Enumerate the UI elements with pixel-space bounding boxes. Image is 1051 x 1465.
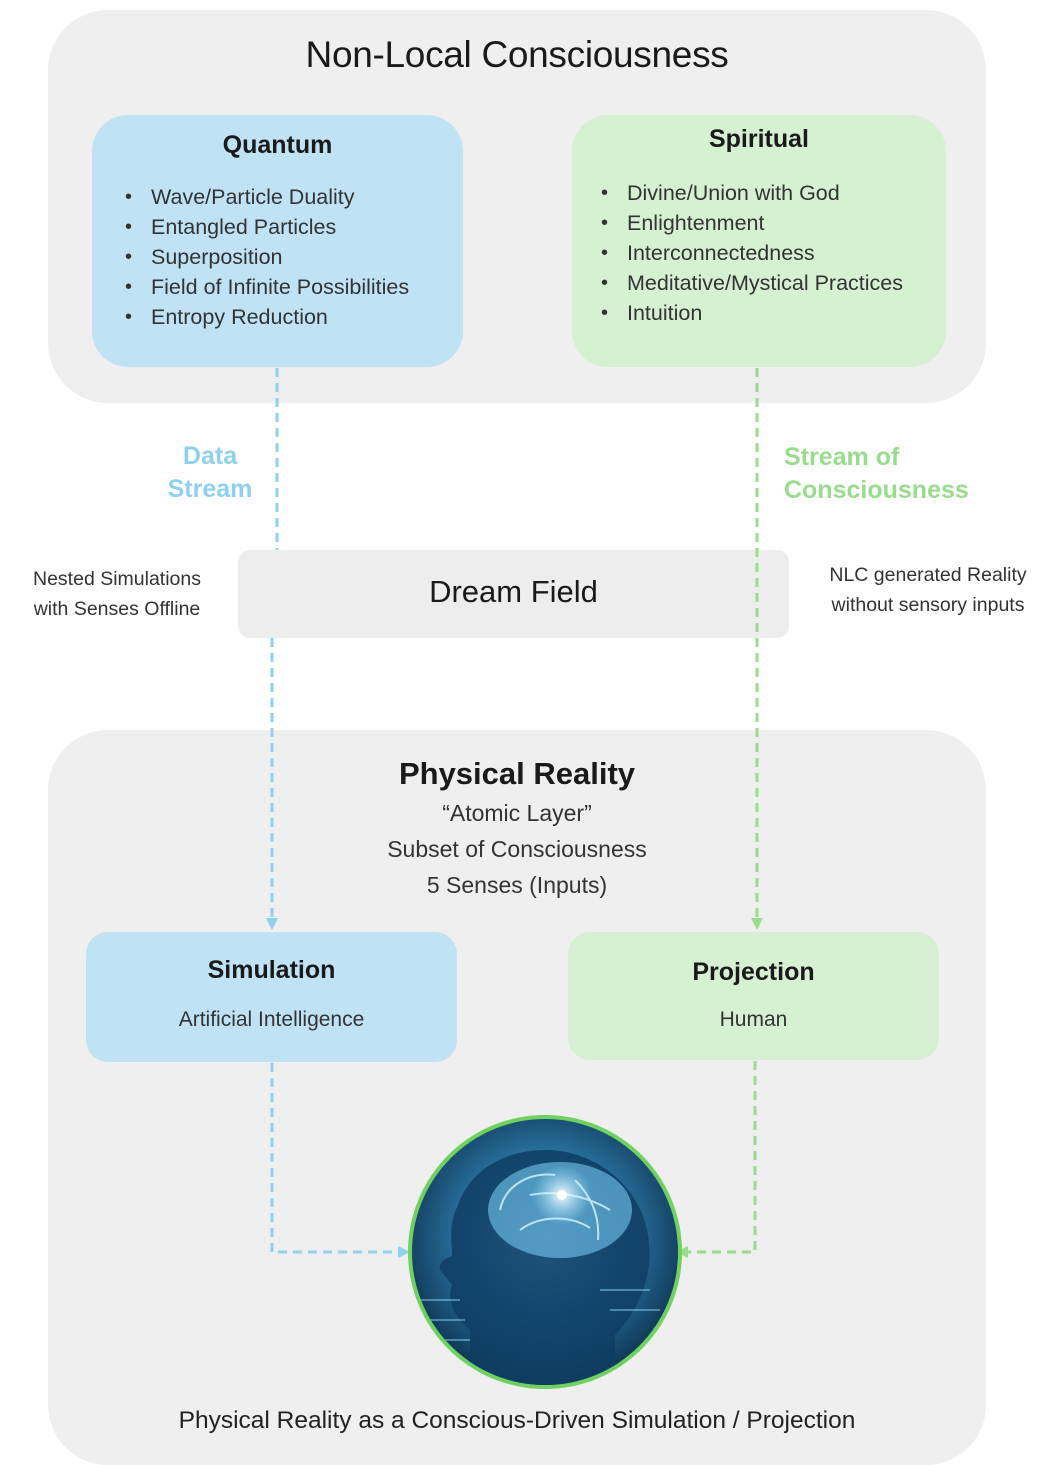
simulation-title: Simulation [207, 956, 336, 984]
list-item: Entangled Particles [120, 212, 409, 242]
non-local-title: Non-Local Consciousness [305, 34, 729, 75]
quantum-box: Quantum Wave/Particle Duality Entangled … [92, 115, 463, 367]
figure-caption: Physical Reality as a Conscious-Driven S… [178, 1407, 856, 1434]
physical-line: “Atomic Layer” [442, 800, 592, 826]
list-item: Superposition [120, 242, 409, 272]
physical-line: 5 Senses (Inputs) [426, 872, 608, 898]
note-line: NLC generated Reality [829, 564, 1027, 586]
physical-reality-title: Physical Reality [398, 756, 636, 791]
data-stream-line [270, 368, 398, 1254]
dream-field-right-note: NLC generated Reality without sensory in… [802, 560, 1051, 620]
consciousness-stream-line: Stream of [784, 443, 900, 471]
dream-field-left-note: Nested Simulations with Senses Offline [8, 564, 226, 624]
consciousness-stream-line: Consciousness [784, 476, 969, 504]
list-item: Intuition [596, 298, 903, 328]
spiritual-list: Divine/Union with God Enlightenment Inte… [596, 178, 903, 328]
brain-head-icon [408, 1115, 682, 1389]
spiritual-box: Spiritual Divine/Union with God Enlighte… [572, 115, 946, 367]
projection-text: Human [719, 1008, 788, 1031]
quantum-list: Wave/Particle Duality Entangled Particle… [120, 182, 409, 332]
consciousness-stream-label: Stream of Consciousness [784, 441, 969, 507]
list-item: Interconnectedness [596, 238, 903, 268]
data-stream-arrow [266, 918, 278, 930]
data-stream-line: Stream [167, 475, 253, 503]
data-stream-line: Data [182, 442, 238, 470]
consciousness-stream-arrow [751, 918, 763, 930]
list-item: Field of Infinite Possibilities [120, 272, 409, 302]
dream-field-title: Dream Field [429, 574, 598, 609]
projection-title: Projection [692, 958, 815, 986]
quantum-title: Quantum [222, 131, 333, 159]
note-line: Nested Simulations [33, 568, 201, 590]
dream-field-box [238, 550, 789, 638]
list-item: Enlightenment [596, 208, 903, 238]
consciousness-stream-line [688, 368, 759, 1254]
spiritual-title: Spiritual [708, 125, 809, 153]
data-stream-label: Data Stream [155, 440, 265, 506]
simulation-box: Simulation Artificial Intelligence [86, 932, 457, 1062]
list-item: Meditative/Mystical Practices [596, 268, 903, 298]
note-line: with Senses Offline [33, 598, 201, 620]
physical-line: Subset of Consciousness [387, 836, 647, 862]
note-line: without sensory inputs [831, 594, 1025, 616]
simulation-text: Artificial Intelligence [178, 1008, 365, 1031]
list-item: Wave/Particle Duality [120, 182, 409, 212]
projection-box: Projection Human [568, 932, 939, 1060]
data-stream-arrow [398, 1246, 410, 1258]
list-item: Divine/Union with God [596, 178, 903, 208]
list-item: Entropy Reduction [120, 302, 409, 332]
